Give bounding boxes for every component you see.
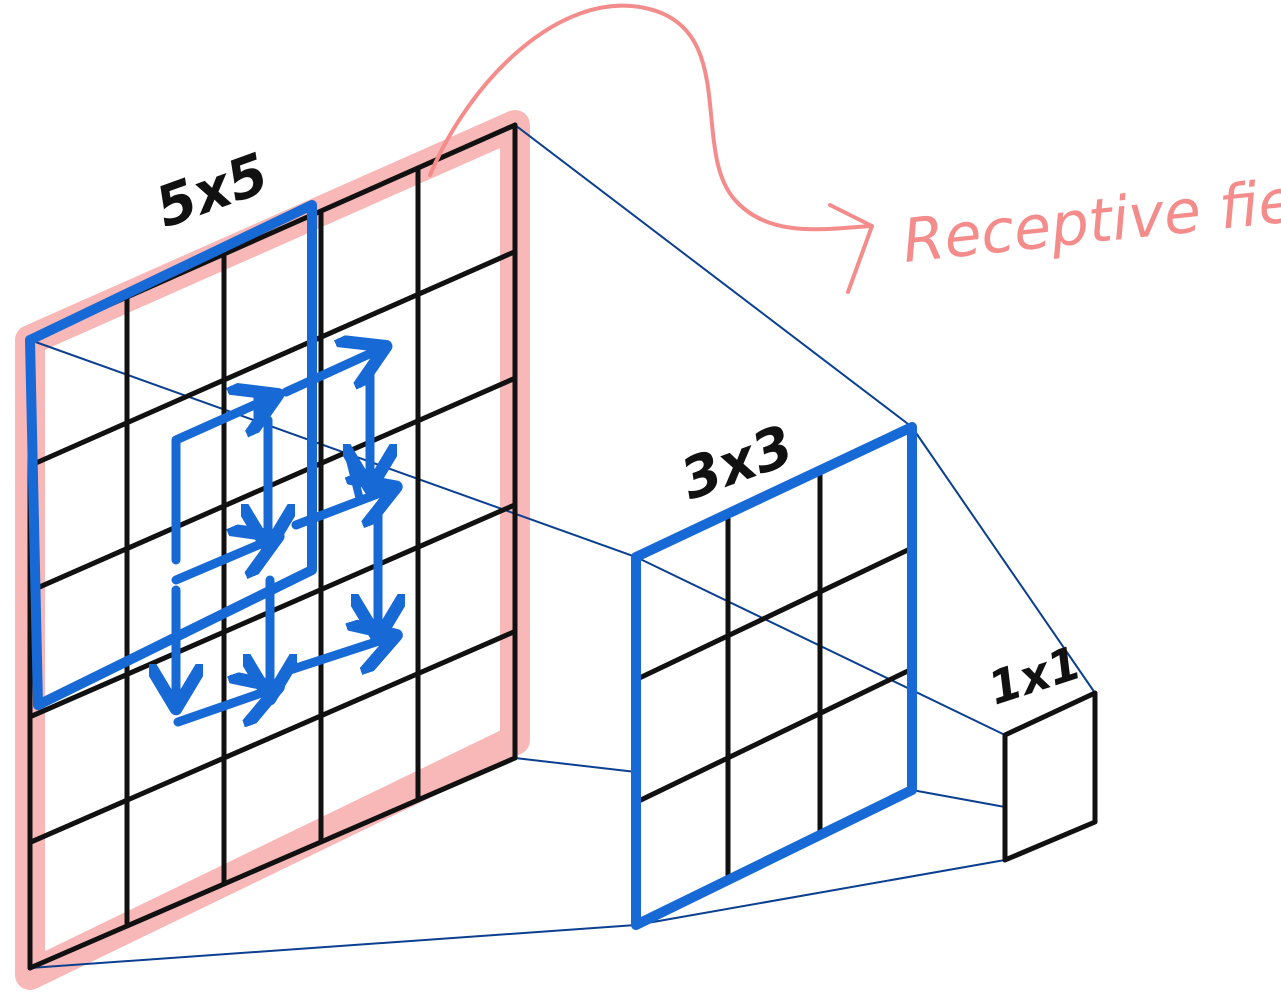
grid-line-row bbox=[633, 545, 915, 683]
grid-line-row bbox=[27, 755, 518, 971]
receptive-field-highlight bbox=[15, 110, 530, 990]
hidden-size-label: 3x3 bbox=[673, 413, 802, 513]
hidden-grid-border bbox=[631, 422, 917, 930]
grid-line-row bbox=[633, 666, 915, 805]
arrow-path-icon bbox=[281, 350, 378, 397]
curved-arrow-icon bbox=[428, 3, 874, 294]
arrow-path-icon bbox=[291, 490, 388, 530]
arrow-path-icon bbox=[285, 638, 388, 670]
grid-line-row bbox=[27, 249, 518, 469]
output-cell-1x1 bbox=[1002, 690, 1098, 863]
arrow-path-icon bbox=[346, 456, 364, 504]
kernel-sliding-path bbox=[176, 350, 388, 722]
receptive-field-label: Receptive field bbox=[899, 160, 1281, 277]
grid-line-row bbox=[27, 628, 518, 845]
arrow-path-icon bbox=[171, 398, 270, 565]
hidden-grid-3x3 bbox=[633, 424, 915, 928]
arrow-path-icon bbox=[171, 540, 270, 585]
